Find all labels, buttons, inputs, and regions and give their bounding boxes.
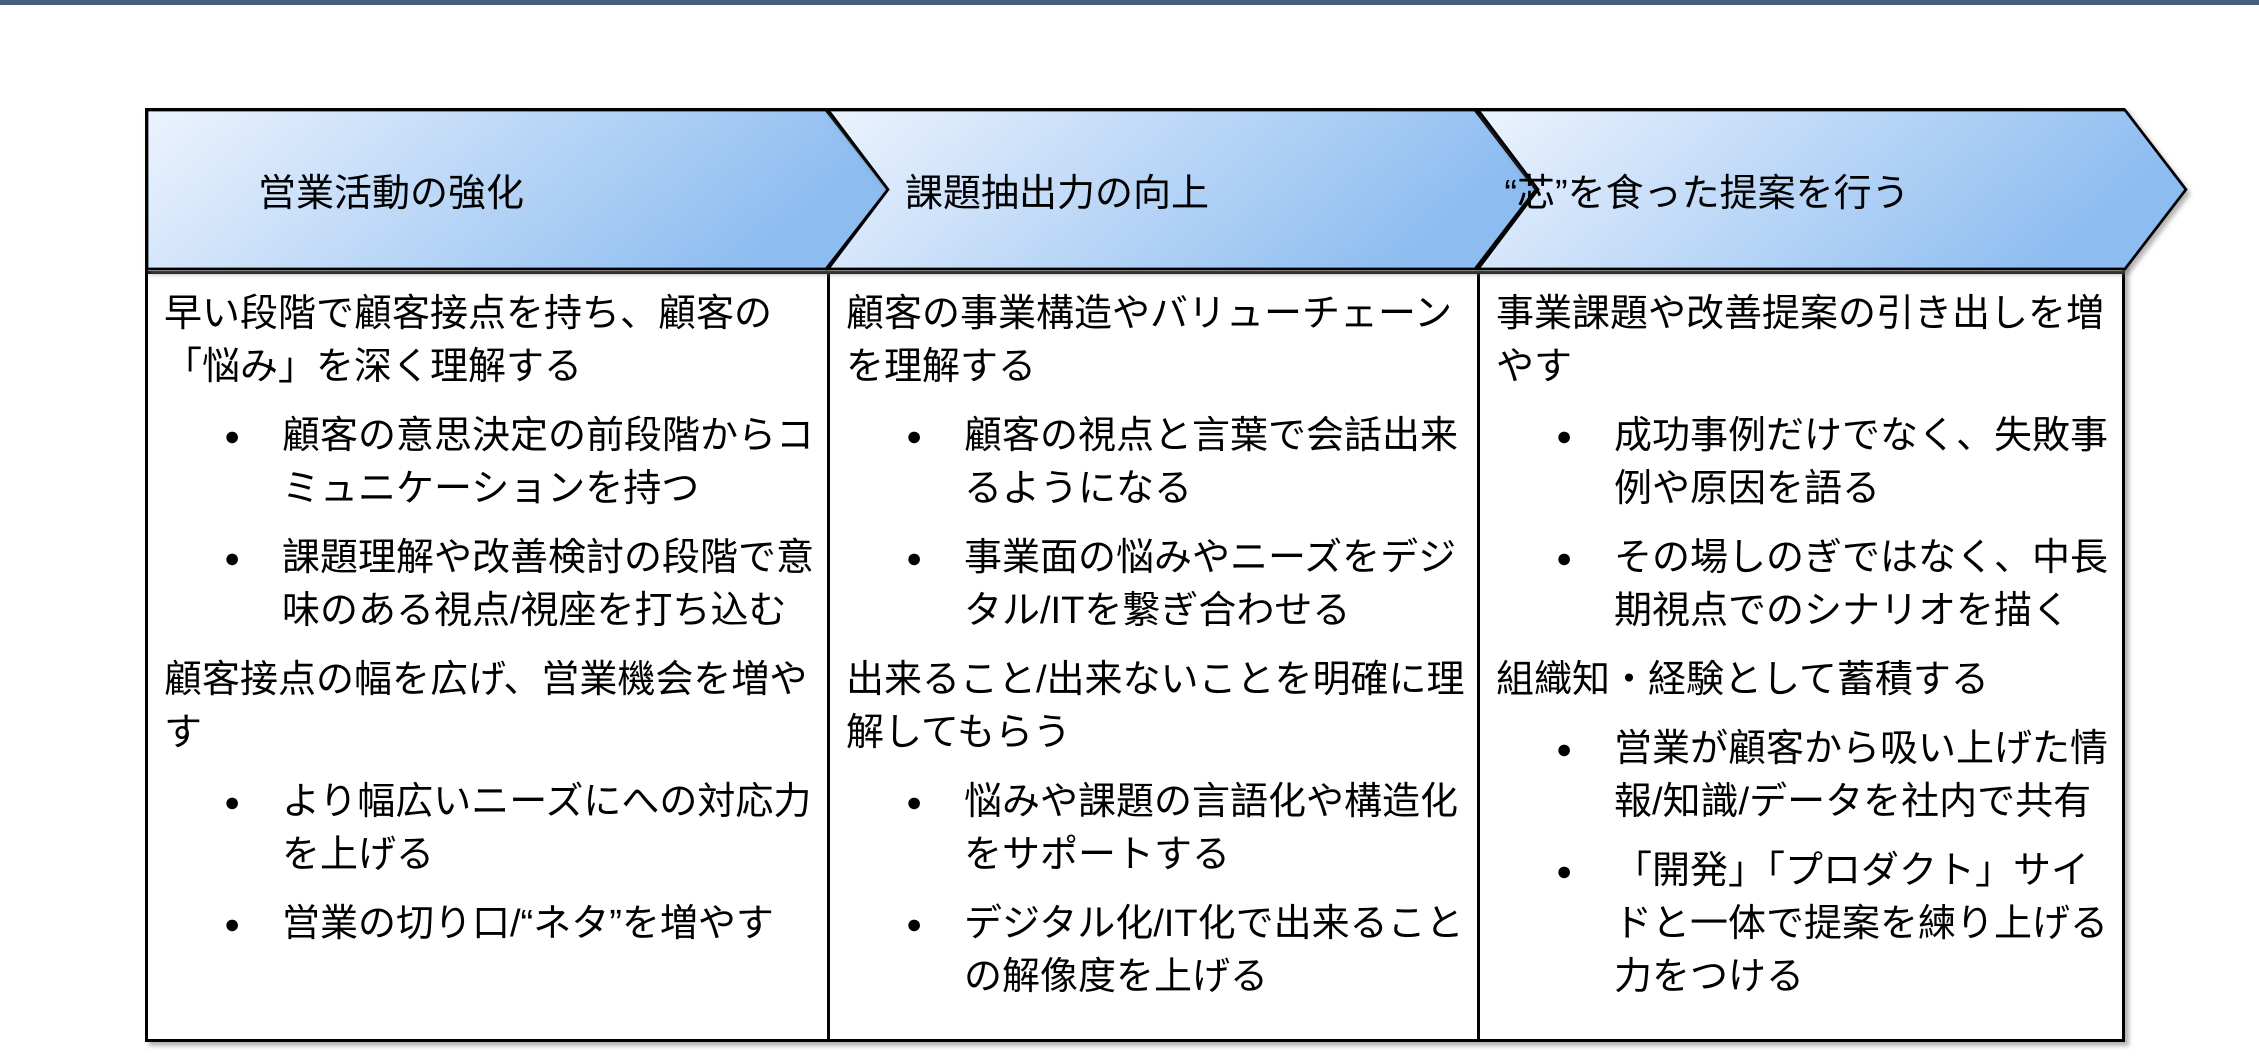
list-item: ● 悩みや課題の言語化や構造化をサポートする xyxy=(830,776,1477,882)
list-item-text: より幅広いニーズにへの対応力を上げる xyxy=(282,781,812,876)
table-body-row: 早い段階で顧客接点を持ち、顧客の「悩み」を深く理解する ● 顧客の意思決定の前段… xyxy=(148,271,2122,1039)
list-item: ● 成功事例だけでなく、失敗事例や原因を語る xyxy=(1480,410,2122,516)
list-item: 出来ること/出来ないことを明確に理解してもらう xyxy=(846,659,1465,754)
list-item-text: 「開発」「プロダクト」サイドと一体で提案を練り上げる力をつける xyxy=(1614,850,2109,998)
list-item-text: 悩みや課題の言語化や構造化をサポートする xyxy=(964,781,1459,876)
list-item-text: 事業面の悩みやニーズをデジタル/ITを繋ぎ合わせる xyxy=(964,537,1457,632)
bullet-icon: ● xyxy=(224,543,241,573)
stage-header-sales-activity: 営業活動の強化 xyxy=(257,173,524,215)
list-item-text: 成功事例だけでなく、失敗事例や原因を語る xyxy=(1614,415,2109,510)
bullet-icon: ● xyxy=(1556,856,1573,886)
bullet-icon: ● xyxy=(224,421,241,451)
list-item-text: 顧客の視点と言葉で会話出来るようになる xyxy=(964,415,1459,510)
list-item: 顧客接点の幅を広げ、営業機会を増やす xyxy=(164,659,808,754)
bullet-icon: ● xyxy=(1556,543,1573,573)
list-item-text: 課題理解や改善検討の段階で意味のある視点/視座を打ち込む xyxy=(282,537,815,632)
list-item: ● 営業が顧客から吸い上げた情報/知識/データを社内で共有 xyxy=(1480,723,2122,829)
list-item: ● その場しのぎではなく、中長期視点でのシナリオを描く xyxy=(1480,532,2122,638)
list-item-text: 営業が顧客から吸い上げた情報/知識/データを社内で共有 xyxy=(1614,728,2109,823)
column-core-proposal: 事業課題や改善提案の引き出しを増やす ● 成功事例だけでなく、失敗事例や原因を語… xyxy=(1477,274,2122,1039)
stage-header-issue-extraction: 課題抽出力の向上 xyxy=(904,173,1209,215)
list-item-text: その場しのぎではなく、中長期視点でのシナリオを描く xyxy=(1614,537,2109,632)
list-item-text: 顧客の意思決定の前段階からコミュニケーションを持つ xyxy=(282,415,815,510)
column-sales-activity: 早い段階で顧客接点を持ち、顧客の「悩み」を深く理解する ● 顧客の意思決定の前段… xyxy=(148,274,827,1039)
list-item: 早い段階で顧客接点を持ち、顧客の「悩み」を深く理解する xyxy=(164,293,773,388)
bullet-icon: ● xyxy=(224,909,241,939)
list-item: ● 「開発」「プロダクト」サイドと一体で提案を練り上げる力をつける xyxy=(1480,845,2122,1004)
list-item-text: 営業の切り口/“ネタ”を増やす xyxy=(282,903,774,945)
list-item: 事業課題や改善提案の引き出しを増やす xyxy=(1496,293,2105,388)
bullet-icon: ● xyxy=(906,543,923,573)
list-item: ● 営業の切り口/“ネタ”を増やす xyxy=(148,898,827,951)
list-item: 組織知・経験として蓄積する xyxy=(1496,659,1989,701)
bullet-icon: ● xyxy=(224,787,241,817)
top-accent-bar xyxy=(0,0,2259,5)
list-item: ● 事業面の悩みやニーズをデジタル/ITを繋ぎ合わせる xyxy=(830,532,1477,638)
list-item: ● デジタル化/IT化で出来ることの解像度を上げる xyxy=(830,898,1477,1004)
list-item: ● 顧客の視点と言葉で会話出来るようになる xyxy=(830,410,1477,516)
top-accent-rect xyxy=(0,0,2259,5)
bullet-icon: ● xyxy=(1556,421,1573,451)
bullet-icon: ● xyxy=(906,787,923,817)
list-item: ● 課題理解や改善検討の段階で意味のある視点/視座を打ち込む xyxy=(148,532,827,638)
bullet-icon: ● xyxy=(1556,734,1573,764)
bullet-icon: ● xyxy=(906,421,923,451)
bullet-icon: ● xyxy=(906,909,923,939)
list-item: ● より幅広いニーズにへの対応力を上げる xyxy=(148,776,827,882)
list-item-text: デジタル化/IT化で出来ることの解像度を上げる xyxy=(964,903,1464,998)
list-item: 顧客の事業構造やバリューチェーンを理解する xyxy=(846,293,1453,388)
stage-header-core-proposal: “芯”を食った提案を行う xyxy=(1504,173,1910,215)
column-issue-extraction: 顧客の事業構造やバリューチェーンを理解する ● 顧客の視点と言葉で会話出来るよう… xyxy=(827,274,1477,1039)
list-item: ● 顧客の意思決定の前段階からコミュニケーションを持つ xyxy=(148,410,827,516)
